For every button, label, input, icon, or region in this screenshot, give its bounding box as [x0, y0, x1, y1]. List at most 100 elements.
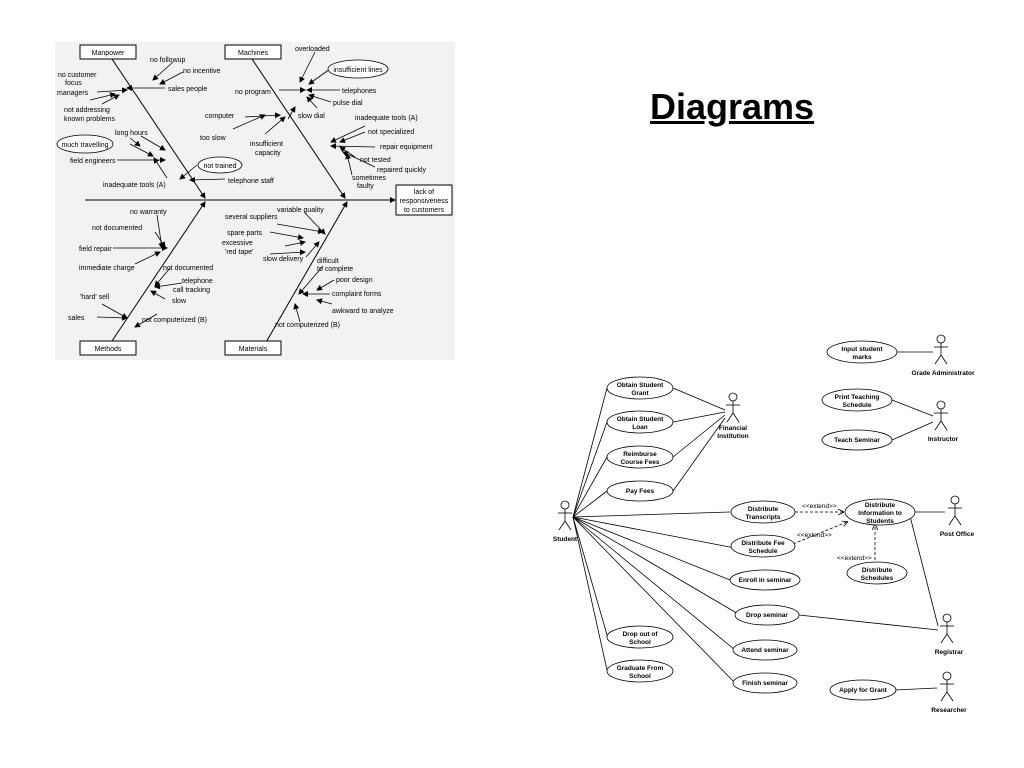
usecase-input-student-marks [826, 340, 898, 364]
cause-telephone-call-tracking-line1: telephone [182, 278, 213, 285]
category-manpower-label: Manpower [92, 50, 125, 57]
actor-post-office-label: Post Office [940, 531, 975, 538]
cause-excessive-red-tape-line2: 'red tape' [225, 249, 253, 256]
cause-not-trained: not trained [203, 163, 236, 170]
cause-insufficient-capacity-line1: insufficient [250, 141, 283, 148]
effect-line-1: lack of [414, 189, 434, 196]
usecase-distribute-fee-schedule-label-2: Schedule [749, 548, 778, 555]
usecase-enroll-in-seminar-label: Enroll in seminar [739, 577, 792, 584]
highlight-much-travelling [56, 134, 114, 154]
usecase-distribute-schedules-label-1: Distribute [862, 567, 893, 574]
usecase-obtain-student-grant [606, 376, 674, 400]
cause-not-addressing-line1: not addressing [64, 107, 110, 114]
cause-no-program: no program [235, 89, 271, 96]
cause-inadequate-tools-a-manpower: inadequate tools (A) [103, 182, 166, 189]
usecase-reimburse-course-fees-label-2: Course Fees [620, 459, 659, 466]
use-case-diagram-canvas: Obtain Student Grant Obtain Student Loan… [553, 334, 975, 714]
usecase-graduate-from-school-label-1: Graduate From [617, 665, 664, 672]
usecase-input-student-marks-label-2: marks [852, 354, 872, 361]
cause-difficult-to-complete-line2: to complete [317, 266, 353, 273]
usecase-reimburse-course-fees [606, 445, 674, 469]
cause-immediate-charge: immediate charge [79, 265, 135, 272]
category-methods-label: Methods [95, 346, 122, 353]
effect-box: lack of responsiveness to customers [395, 184, 453, 216]
usecase-finish-seminar-label: Finish seminar [742, 680, 788, 687]
cause-inadequate-tools-a-machines: inadequate tools (A) [355, 115, 418, 122]
actor-financial-institution-label-1: Financial [719, 425, 747, 432]
actor-registrar-label: Registrar [935, 649, 964, 656]
cause-insufficient-lines: insufficient lines [333, 67, 383, 74]
usecase-print-teaching-schedule-label-1: Print Teaching [835, 394, 880, 401]
usecase-drop-out-of-school [606, 625, 674, 649]
sub-cause-arrows [89, 51, 376, 328]
fishbone-diagram-canvas: Manpower Machines Methods Materials lack… [56, 44, 453, 356]
cause-no-customer-focus-line2: focus [65, 80, 82, 87]
usecase-distribute-information-label-2: Information to [858, 510, 902, 517]
usecase-drop-seminar-label: Drop seminar [746, 612, 788, 619]
cause-not-tested: not tested [360, 157, 391, 164]
usecase-enroll-in-seminar [729, 569, 801, 591]
association-lines [572, 351, 945, 691]
actor-registrar [940, 613, 954, 644]
usecase-distribute-fee-schedule-label-1: Distribute Fee [741, 540, 785, 547]
actor-student [558, 500, 572, 531]
cause-variable-quality: variable quality [277, 207, 324, 214]
usecase-distribute-transcripts [730, 500, 796, 524]
actor-student-label: Student [553, 536, 578, 543]
usecase-graduate-from-school [606, 659, 674, 683]
cause-telephones: telephones [342, 88, 377, 95]
category-machines: Machines [224, 44, 282, 60]
extend-label-transcripts: <<extend>> [802, 503, 837, 510]
effect-line-2: responsiveness [400, 198, 449, 205]
usecase-attend-seminar-label: Attend seminar [741, 647, 789, 654]
cause-too-slow: too slow [200, 135, 227, 142]
category-manpower: Manpower [79, 44, 137, 60]
cause-complaint-forms: complaint forms [332, 291, 382, 298]
usecase-teach-seminar [821, 429, 893, 451]
cause-repair-equipment: repair equipment [380, 144, 433, 151]
cause-several-suppliers: several suppliers [225, 214, 278, 221]
cause-slow-delivery: slow delivery [263, 256, 304, 263]
usecase-distribute-information-label-3: Students [866, 518, 894, 525]
cause-long-hours: long hours [115, 130, 148, 137]
cause-field-repair: field repair [79, 246, 112, 253]
usecase-reimburse-course-fees-label-1: Reimburse [623, 451, 657, 458]
cause-overloaded: overloaded [295, 46, 330, 53]
category-materials-label: Materials [239, 346, 268, 353]
cause-not-addressing-line2: known problems [64, 116, 115, 123]
cause-no-warranty: no warranty [130, 209, 167, 216]
actor-researcher-label: Researcher [931, 707, 967, 714]
usecase-print-teaching-schedule-label-2: Schedule [843, 402, 872, 409]
cause-hard-sell: 'hard' sell [80, 294, 110, 301]
extend-dependencies [792, 512, 875, 560]
cause-telephone-call-tracking-line2: call tracking [173, 287, 210, 294]
cause-not-documented-methods-1: not documented [92, 225, 142, 232]
usecase-print-teaching-schedule [821, 388, 893, 412]
usecase-obtain-student-loan [606, 410, 674, 434]
extend-label-schedules: <<extend>> [837, 555, 872, 562]
cause-poor-design: poor design [336, 277, 373, 284]
cause-sales: sales [68, 315, 85, 322]
slide-title: Diagrams [650, 86, 815, 127]
usecase-graduate-from-school-label-2: School [629, 673, 651, 680]
cause-excessive-red-tape-line1: excessive [222, 240, 253, 247]
cause-field-engineers: field engineers [70, 158, 116, 165]
usecase-distribute-transcripts-label-1: Distribute [748, 506, 779, 513]
actor-researcher [940, 671, 954, 702]
cause-sometimes-faulty-line1: sometimes [352, 175, 386, 182]
usecase-obtain-student-grant-label-2: Grant [631, 390, 649, 397]
cause-not-documented-methods-2: not documented [163, 265, 213, 272]
cause-not-computerized-b-methods: not computerized (B) [142, 317, 207, 324]
category-materials: Materials [224, 340, 282, 356]
cause-spare-parts: spare parts [227, 230, 263, 237]
usecase-drop-seminar [734, 604, 800, 626]
cause-telephone-staff: telephone staff [228, 178, 274, 185]
use-case-diagram: Obtain Student Grant Obtain Student Loan… [545, 330, 980, 720]
usecase-obtain-student-loan-label-2: Loan [632, 424, 648, 431]
actor-post-office [948, 495, 962, 526]
usecase-apply-for-grant-label: Apply for Grant [839, 687, 888, 694]
bone-manpower [109, 55, 206, 199]
usecase-pay-fees [606, 480, 674, 502]
cause-insufficient-capacity-line2: capacity [255, 150, 281, 157]
cause-sometimes-faulty-line2: faulty [357, 183, 374, 190]
